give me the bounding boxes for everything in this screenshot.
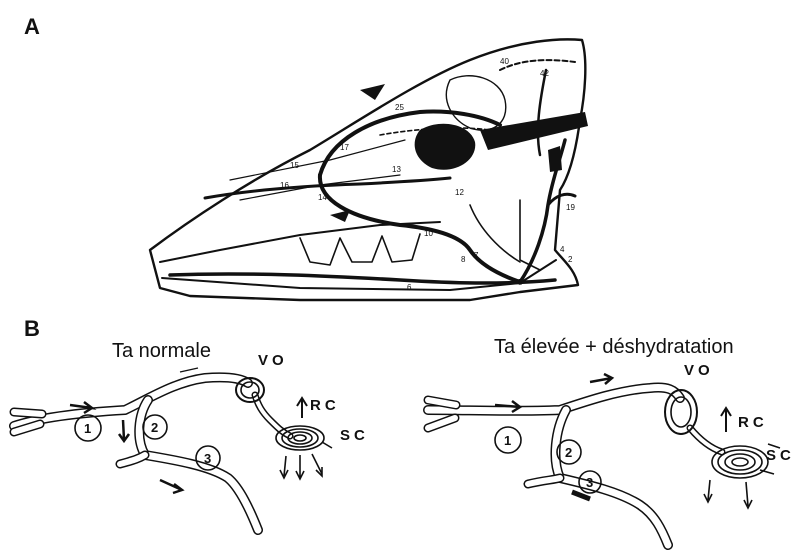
svg-text:19: 19 <box>566 203 575 212</box>
svg-text:14: 14 <box>318 193 327 202</box>
svg-text:13: 13 <box>392 165 401 174</box>
svg-text:4: 4 <box>560 245 565 254</box>
svg-text:6: 6 <box>407 283 412 292</box>
sc-label-left: SC <box>340 427 369 444</box>
vessel-number-2-left: 2 <box>151 420 158 435</box>
svg-text:17: 17 <box>340 143 349 152</box>
svg-text:16: 16 <box>280 181 289 190</box>
svg-text:25: 25 <box>395 103 404 112</box>
rc-label-left: RC <box>310 397 340 414</box>
vessel-number-3-right: 3 <box>586 475 593 490</box>
svg-text:10: 10 <box>424 229 433 238</box>
svg-text:15: 15 <box>290 161 299 170</box>
vo-label-right: VO <box>684 362 714 379</box>
svg-text:5: 5 <box>518 278 523 287</box>
vessel-number-1-right: 1 <box>504 433 511 448</box>
svg-text:7: 7 <box>474 251 479 260</box>
vessel-number-3-left: 3 <box>204 451 211 466</box>
svg-text:2: 2 <box>568 255 573 264</box>
vo-label-left: VO <box>258 352 288 369</box>
svg-text:40: 40 <box>500 57 509 66</box>
sc-label-right: SC <box>766 447 795 464</box>
rc-label-right: RC <box>738 414 768 431</box>
vessel-number-1-left: 1 <box>84 421 91 436</box>
svg-text:12: 12 <box>455 188 464 197</box>
high-temperature-dehydration-title: Ta élevée + déshydratation <box>494 336 734 359</box>
svg-text:42: 42 <box>540 69 549 78</box>
normal-temperature-title: Ta normale <box>112 340 211 363</box>
vessel-number-2-right: 2 <box>565 445 572 460</box>
svg-text:8: 8 <box>461 255 466 264</box>
